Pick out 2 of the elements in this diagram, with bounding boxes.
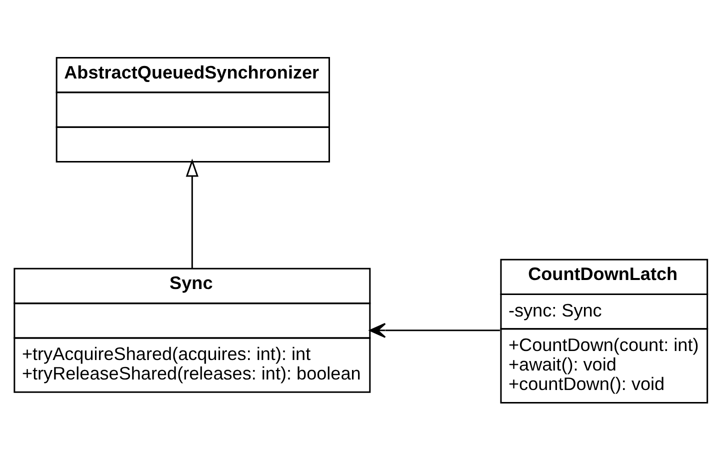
arrow — [369, 322, 500, 338]
arrow — [186, 158, 198, 269]
